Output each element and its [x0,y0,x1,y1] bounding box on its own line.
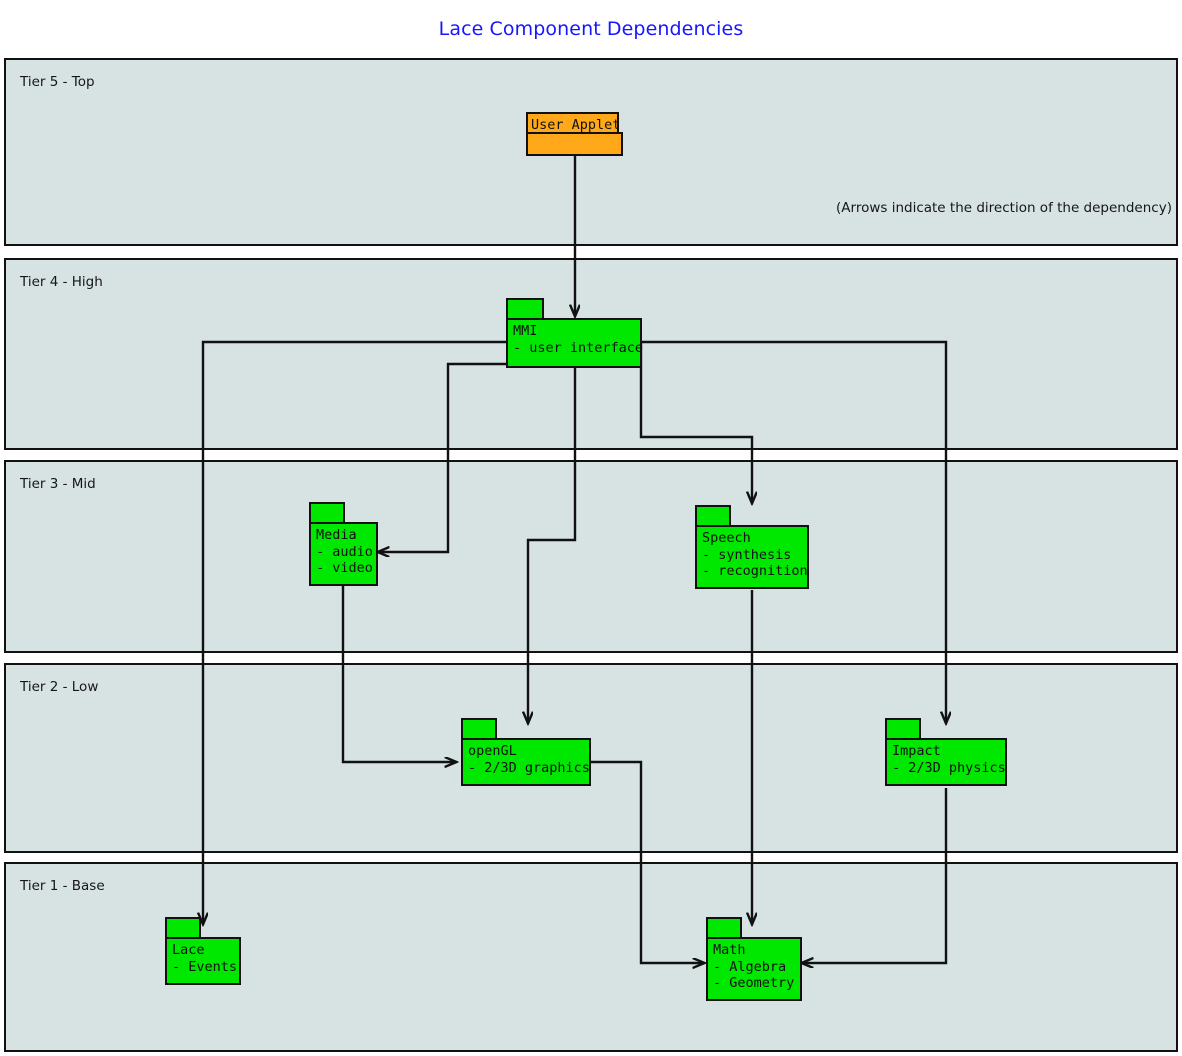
package-media-item-1: - video [316,560,373,576]
package-impact-name: Impact [892,743,941,759]
package-opengl-body: openGL - 2/3D graphics [461,738,591,786]
package-mmi-tab [506,298,544,320]
package-media-tab [309,502,345,524]
package-speech-body: Speech - synthesis - recognition [695,525,809,589]
tier-3-label: Tier 3 - Mid [20,476,96,492]
package-media-body: Media - audio - video [309,522,378,586]
package-math-body: Math - Algebra - Geometry [706,937,802,1001]
tier-2-label: Tier 2 - Low [20,679,99,695]
package-media-item-0: - audio [316,543,373,560]
package-mmi[interactable]: MMI - user interface [506,298,644,368]
page-title: Lace Component Dependencies [438,18,744,40]
package-opengl-name: openGL [468,743,517,759]
tier-5-label: Tier 5 - Top [20,74,95,90]
package-mmi-item-0: - user interface [513,339,644,356]
package-speech-name: Speech [702,530,751,546]
tier-4-label: Tier 4 - High [20,274,103,290]
package-lace-name: Lace [172,942,205,958]
package-math-item-1: - Geometry [713,975,795,991]
package-user-applet-name: User Applet [531,117,621,133]
package-math-name: Math [713,942,746,958]
package-speech-item-1: - recognition [702,563,808,579]
package-user-applet-tab: User Applet [526,112,621,134]
package-lace-tab [165,917,201,939]
package-speech-item-0: - synthesis [702,546,792,563]
package-lace-body: Lace - Events [165,937,241,985]
package-user-applet-body [526,132,623,156]
package-media-name: Media [316,527,357,543]
package-impact-tab [885,718,921,740]
package-media[interactable]: Media - audio - video [309,502,378,586]
package-mmi-body: MMI - user interface [506,318,644,368]
package-lace-item-0: - Events [172,958,238,975]
package-opengl[interactable]: openGL - 2/3D graphics [461,718,591,786]
tier-3-mid: Tier 3 - Mid [4,460,1178,653]
tier-4-high: Tier 4 - High [4,258,1178,450]
tier-1-label: Tier 1 - Base [20,878,105,894]
legend-note: (Arrows indicate the direction of the de… [836,200,1172,216]
package-impact-item-0: - 2/3D physics [892,759,1006,776]
package-impact[interactable]: Impact - 2/3D physics [885,718,1007,786]
package-opengl-item-0: - 2/3D graphics [468,759,590,776]
package-mmi-name: MMI [513,323,538,339]
package-impact-body: Impact - 2/3D physics [885,738,1007,786]
package-user-applet[interactable]: User Applet [526,112,623,156]
package-math-tab [706,917,742,939]
package-opengl-tab [461,718,497,740]
package-math-item-0: - Algebra [713,958,787,975]
package-math[interactable]: Math - Algebra - Geometry [706,917,802,1001]
package-speech[interactable]: Speech - synthesis - recognition [695,505,809,589]
package-lace[interactable]: Lace - Events [165,917,241,985]
package-speech-tab [695,505,731,527]
